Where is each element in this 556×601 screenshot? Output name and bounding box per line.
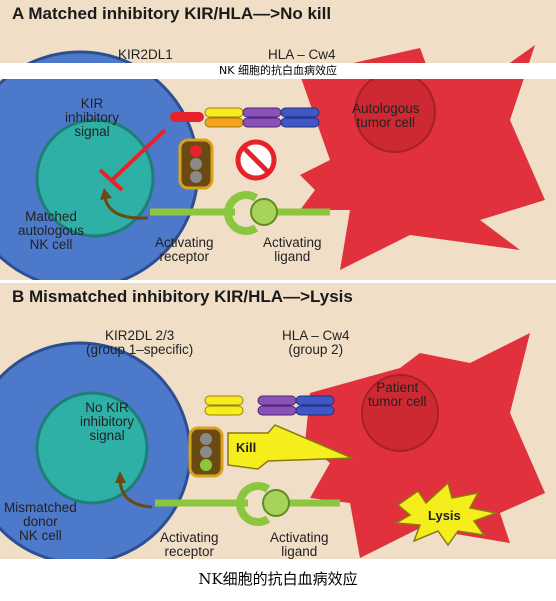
panel-a: A Matched inhibitory KIR/HLA—>No kill KI… — [0, 0, 556, 280]
act-ligand-label: Activating ligand — [263, 235, 322, 264]
kill-label: Kill — [236, 440, 257, 455]
panel-b-title: B Mismatched inhibitory KIR/HLA—>Lysis — [12, 287, 353, 306]
no-kill-icon — [235, 139, 277, 181]
nk-nucleus — [35, 118, 155, 238]
lysis-burst-icon — [393, 481, 499, 547]
tumor-label: Autologous tumor cell — [352, 101, 420, 130]
nk-cell-label: Matched autologous NK cell — [18, 209, 85, 252]
activating-ligand — [262, 489, 290, 517]
panel-a-illustration — [0, 45, 545, 280]
kir-signal-label: KIR inhibitory signal — [65, 96, 120, 139]
overlay-banner: NK 细胞的抗白血病效应 — [0, 63, 556, 79]
tumor-nucleus — [361, 374, 439, 452]
kir-label: KIR2DL 2/3 (group 1–specific) — [86, 328, 194, 357]
hla-label: HLA – Cw4 — [268, 47, 336, 62]
activating-ligand — [250, 198, 278, 226]
kill-bolt-icon — [227, 424, 353, 470]
panel-b: B Mismatched inhibitory KIR/HLA—>Lysis K… — [0, 283, 556, 559]
activation-arrow — [103, 197, 149, 220]
inhibitory-arrow — [110, 128, 167, 182]
traffic-light-red — [178, 138, 214, 190]
traffic-light-green — [188, 426, 224, 478]
hla-label: HLA – Cw4 (group 2) — [282, 328, 350, 357]
figure-caption: NK细胞的抗白血病效应 — [198, 570, 358, 588]
act-receptor-label: Activating receptor — [160, 530, 219, 559]
nk-cell-label: Mismatched donor NK cell — [4, 500, 77, 543]
kir-signal-label: No KIR inhibitory signal — [80, 400, 135, 443]
panel-b-illustration — [0, 333, 545, 559]
act-receptor-label: Activating receptor — [155, 235, 214, 264]
panel-a-title: A Matched inhibitory KIR/HLA—>No kill — [12, 4, 332, 23]
patient-tumor-cell — [305, 333, 545, 558]
activation-arrow — [118, 480, 153, 509]
tumor-label: Patient tumor cell — [368, 380, 427, 409]
act-ligand-label: Activating ligand — [270, 530, 329, 559]
kir-label: KIR2DL1 — [118, 47, 173, 62]
lysis-label: Lysis — [428, 508, 461, 523]
